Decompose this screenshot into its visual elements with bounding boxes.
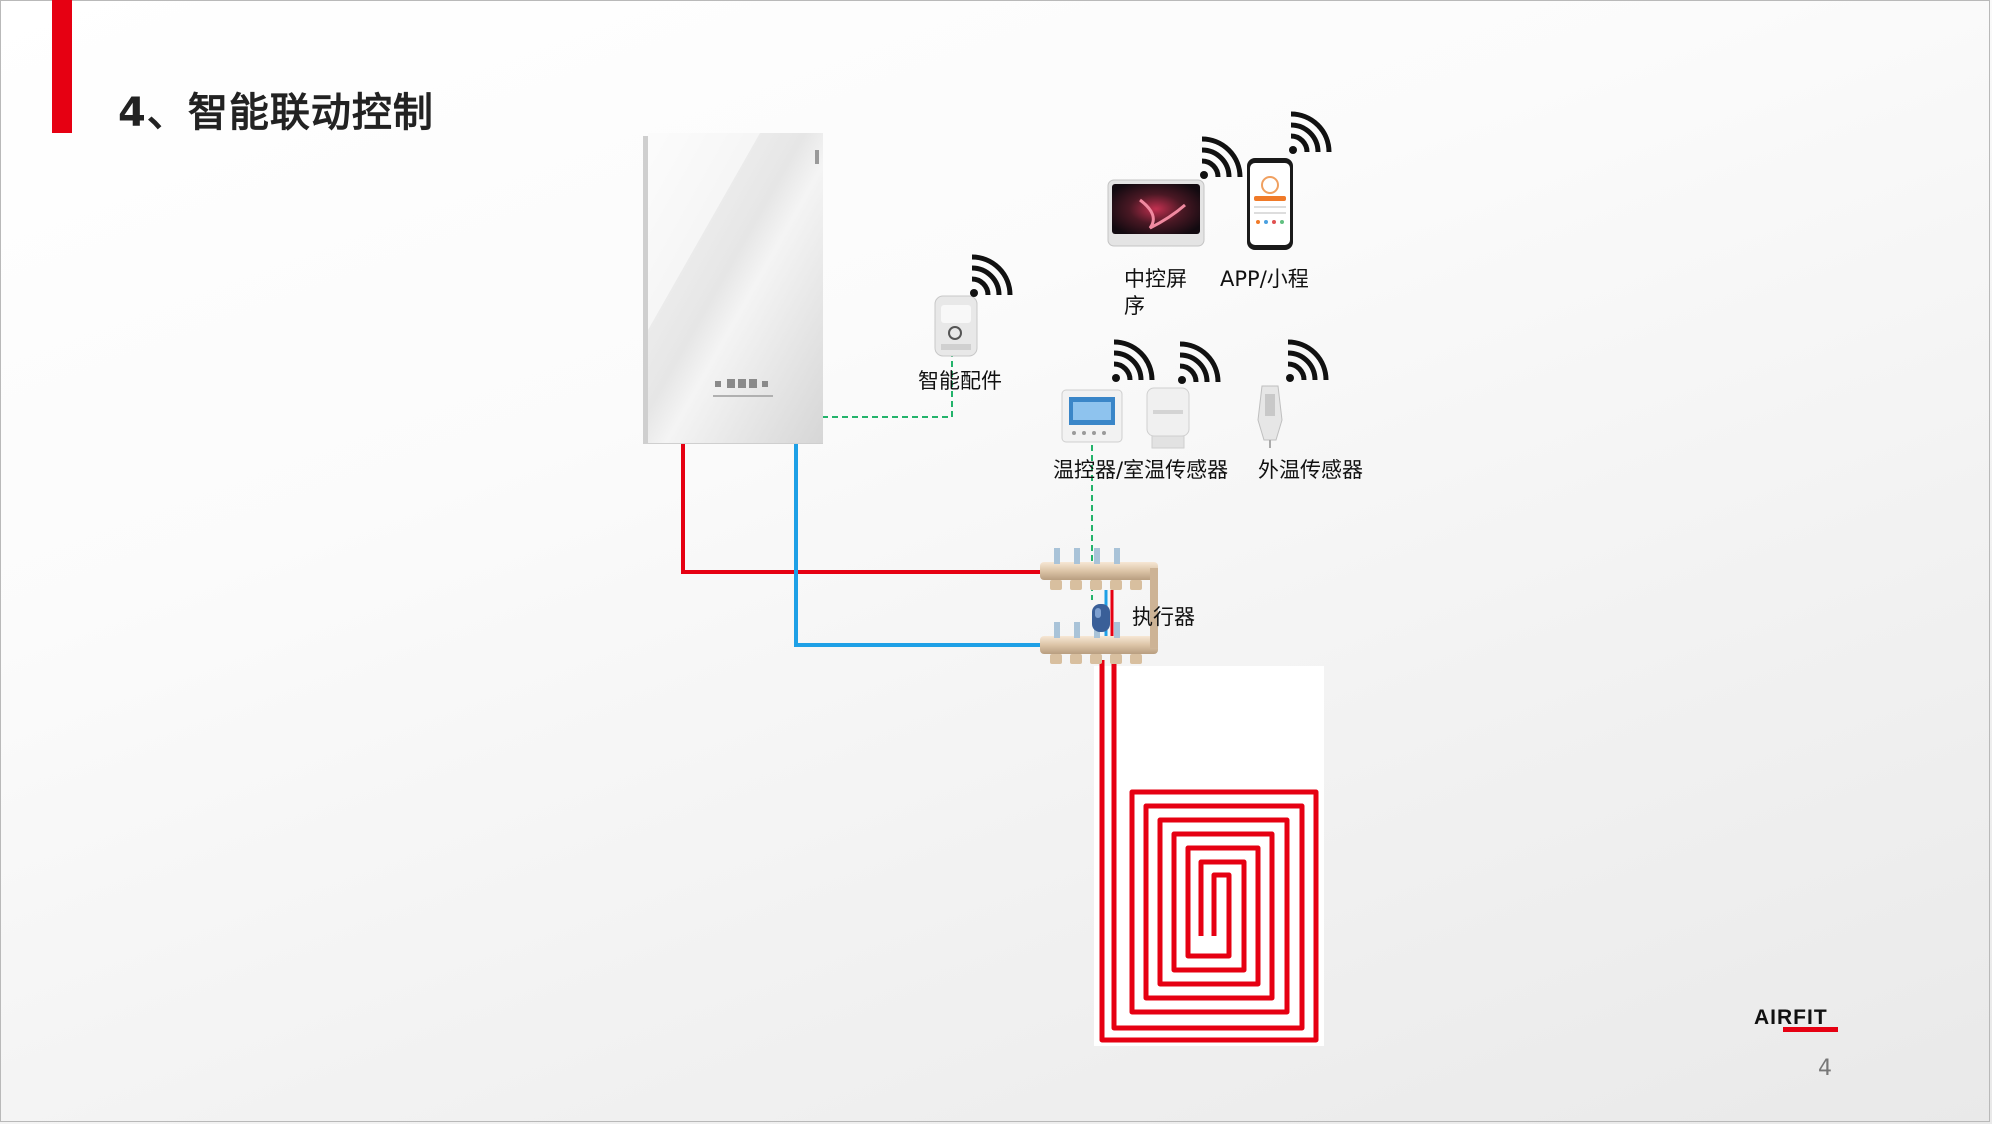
room-sensor-icon xyxy=(1147,388,1189,448)
floor-heating-loop xyxy=(1094,660,1324,1046)
app-label: APP/小程 xyxy=(1220,266,1309,293)
smart-module-icon xyxy=(935,296,977,356)
tablet-screen-icon xyxy=(1108,180,1204,246)
control-screen-label: 中控屏序 xyxy=(1124,266,1194,320)
room-sensor-wifi-icon xyxy=(1178,344,1218,384)
smart-accessory-label: 智能配件 xyxy=(918,368,1002,395)
outdoor-sensor-wifi-icon xyxy=(1286,342,1326,382)
thermostat-wifi-icon xyxy=(1112,342,1152,382)
smartphone-icon xyxy=(1247,158,1293,250)
control-screen-wifi-icon xyxy=(1200,139,1240,179)
brand-logo-underline xyxy=(1783,1027,1838,1032)
actuator-icon xyxy=(1092,604,1110,632)
outdoor-sensor-icon xyxy=(1258,386,1282,448)
thermostat-label: 温控器/室温传感器 xyxy=(1053,457,1228,484)
outdoor-sensor-label: 外温传感器 xyxy=(1258,457,1363,484)
supply-pipe xyxy=(683,442,1040,572)
smart-accessory-wifi-icon xyxy=(970,257,1010,297)
app-wifi-icon xyxy=(1289,114,1329,154)
return-pipe xyxy=(796,442,1040,645)
page-number: 4 xyxy=(1818,1056,1832,1081)
actuator-label: 执行器 xyxy=(1132,604,1195,631)
thermostat-icon xyxy=(1062,390,1122,442)
wall-boiler xyxy=(643,133,823,444)
